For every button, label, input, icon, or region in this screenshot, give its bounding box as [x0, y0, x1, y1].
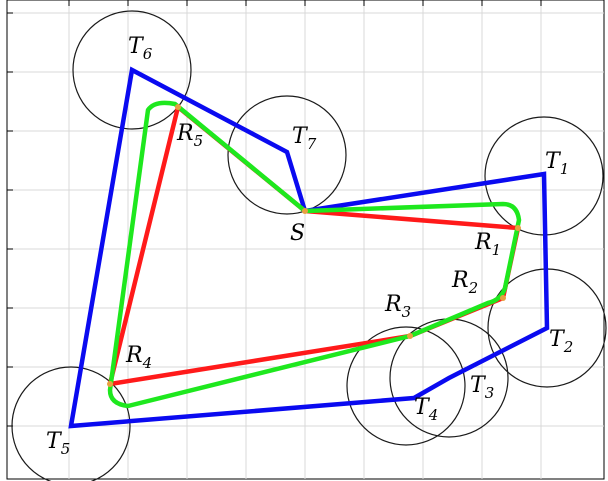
blue-path [68, 66, 550, 429]
waypoint-markers [107, 104, 521, 387]
marker-r1 [515, 225, 521, 231]
target-circles [11, 10, 607, 481]
label-r4: R4 [125, 343, 152, 372]
label-s: S [290, 221, 305, 246]
label-r5: R5 [176, 121, 203, 150]
circle-t4 [346, 326, 466, 446]
circle-t7 [227, 95, 347, 215]
circle-t6 [72, 10, 192, 130]
label-t5: T5 [46, 429, 70, 458]
label-r2: R2 [451, 268, 478, 297]
grid [7, 0, 604, 479]
label-t2: T2 [549, 327, 573, 356]
marker-r4 [107, 381, 113, 387]
label-t4: T4 [414, 395, 438, 424]
marker-r2 [500, 295, 506, 301]
marker-s [302, 208, 308, 214]
label-t6: T6 [128, 34, 153, 63]
label-t1: T1 [545, 149, 569, 178]
label-t3: T3 [470, 373, 494, 402]
label-t7: T7 [292, 124, 317, 153]
circle-t5 [11, 366, 131, 481]
label-r1: R1 [474, 230, 501, 259]
label-r3: R3 [384, 292, 411, 321]
marker-r3 [407, 333, 413, 339]
marker-r5 [175, 104, 181, 110]
